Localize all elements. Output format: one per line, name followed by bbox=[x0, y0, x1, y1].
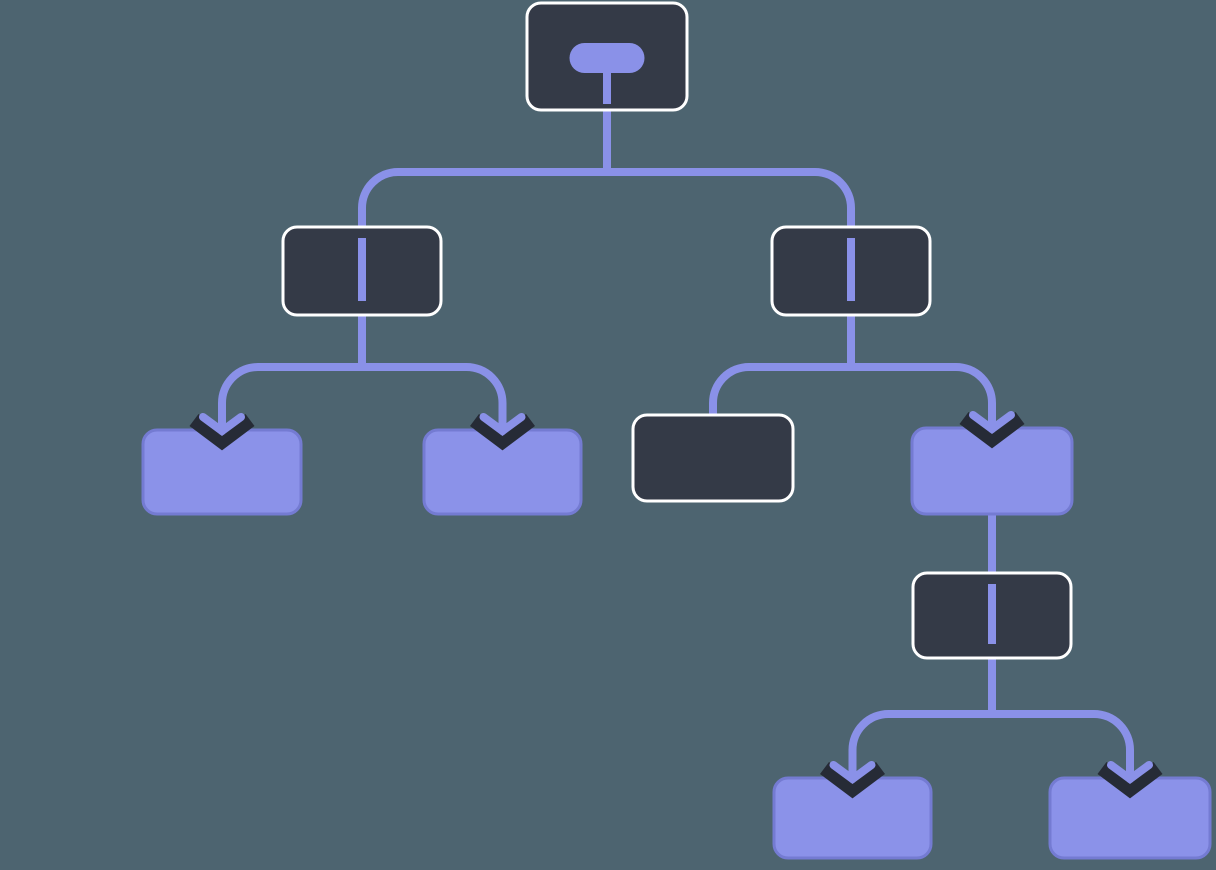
pill-shape bbox=[569, 43, 645, 73]
edge-l1-ll-lr bbox=[218, 363, 507, 432]
root-node[interactable] bbox=[525, 1, 689, 112]
arrow-head bbox=[1107, 761, 1153, 784]
chevron-shadow bbox=[470, 414, 535, 451]
dark-box[interactable] bbox=[631, 413, 795, 503]
arrow-head bbox=[199, 413, 245, 436]
arrow-down-icon bbox=[189, 402, 255, 451]
branch-node-bottom[interactable] bbox=[911, 571, 1073, 660]
chevron-shadow bbox=[820, 762, 885, 799]
chevron-shadow bbox=[1097, 762, 1163, 799]
edge-r1-d2-rl bbox=[709, 363, 996, 430]
arrow-down-icon bbox=[820, 750, 885, 799]
edge-d3-bl-br bbox=[848, 710, 1134, 780]
plain-dark-node[interactable] bbox=[631, 413, 795, 503]
pill-stem bbox=[603, 71, 611, 104]
arrow-head bbox=[969, 411, 1015, 434]
node-handle-bar-icon bbox=[988, 584, 996, 644]
edge-root-l1-r1 bbox=[358, 168, 855, 229]
node-handle-bar-icon bbox=[358, 238, 366, 301]
node-handle-bar-icon bbox=[847, 238, 855, 301]
nodes-layer bbox=[141, 1, 1212, 860]
branch-node-left[interactable] bbox=[281, 225, 443, 317]
arrow-markers-layer bbox=[189, 400, 1163, 799]
chevron-shadow bbox=[959, 412, 1025, 449]
arrow-down-icon bbox=[470, 402, 535, 451]
arrow-down-icon bbox=[1097, 750, 1163, 799]
chevron-shadow bbox=[189, 414, 255, 451]
edges-layer bbox=[218, 110, 1134, 780]
branch-node-right[interactable] bbox=[770, 225, 932, 317]
arrow-down-icon bbox=[959, 400, 1025, 449]
arrow-head bbox=[479, 413, 526, 436]
arrow-head bbox=[829, 761, 876, 784]
root-pill-icon bbox=[569, 43, 645, 104]
